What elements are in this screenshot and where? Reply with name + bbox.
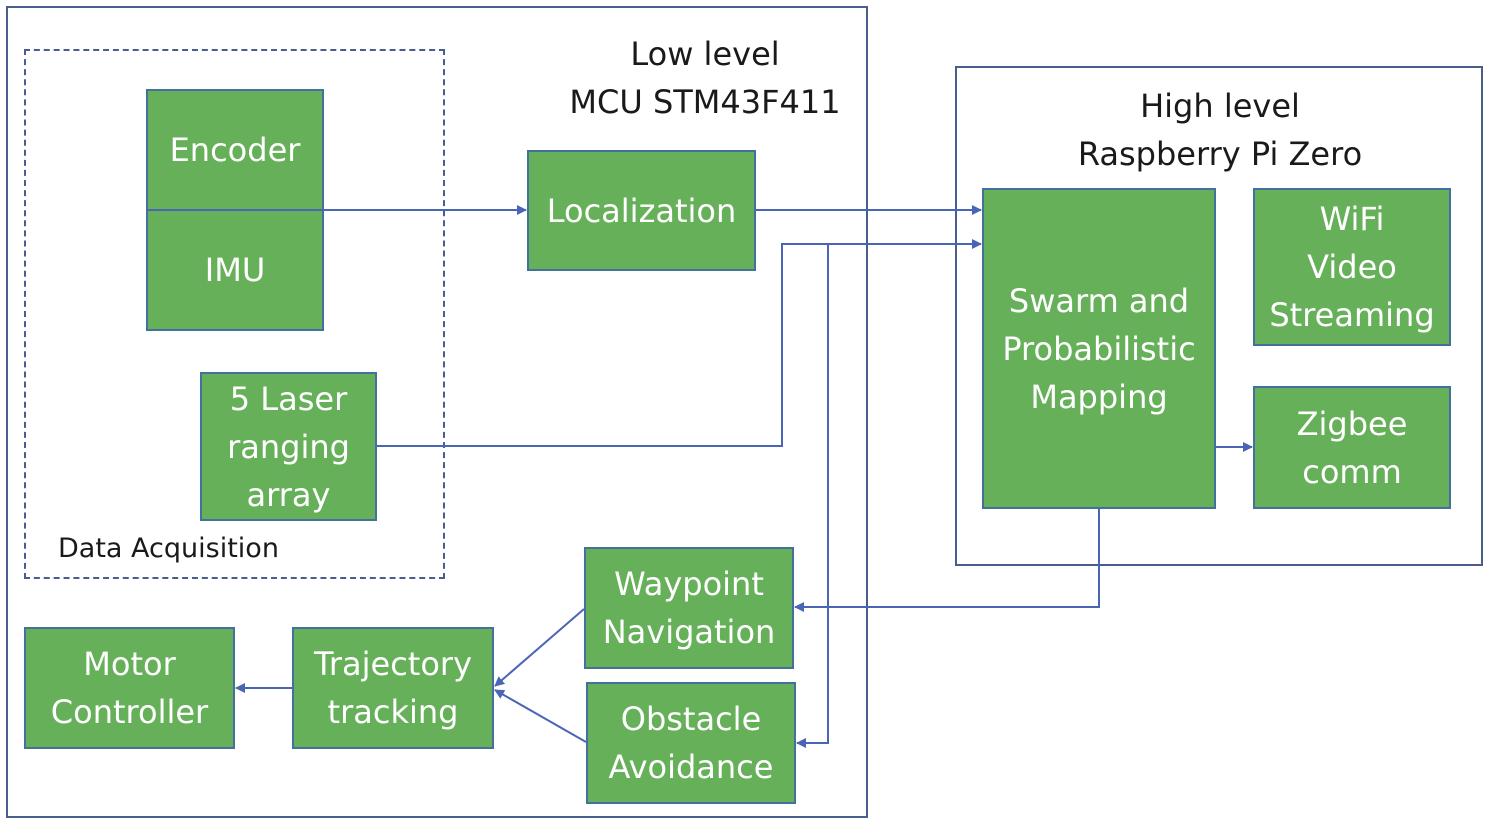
- high-level-title: High level Raspberry Pi Zero: [1060, 82, 1380, 178]
- motor-label-line-2: Controller: [50, 693, 209, 731]
- data-acquisition-label: Data Acquisition: [58, 533, 279, 564]
- trajectory-tracking-block: Trajectory tracking: [292, 627, 494, 749]
- trajectory-label-line-2: tracking: [327, 693, 459, 731]
- wifi-label-line-3: Streaming: [1269, 296, 1435, 334]
- low-level-title-line-2: MCU STM43F411: [569, 83, 841, 121]
- zigbee-label-line-1: Zigbee: [1296, 404, 1408, 443]
- high-level-title-line-2: Raspberry Pi Zero: [1077, 135, 1363, 173]
- imu-block: IMU: [146, 209, 324, 331]
- wifi-streaming-block: WiFi Video Streaming: [1253, 188, 1451, 346]
- motor-label-line-1: Motor: [83, 645, 176, 683]
- high-level-title-line-1: High level: [1140, 87, 1300, 125]
- laser-label-line-2: ranging: [227, 427, 350, 466]
- waypoint-label-line-2: Navigation: [602, 613, 776, 651]
- wifi-label-line-1: WiFi: [1319, 200, 1385, 238]
- encoder-label: Encoder: [169, 131, 301, 169]
- laser-label-line-3: array: [246, 475, 331, 514]
- localization-block: Localization: [527, 150, 756, 271]
- motor-controller-block: Motor Controller: [24, 627, 235, 749]
- laser-label-line-1: 5 Laser: [229, 379, 348, 418]
- waypoint-label-line-1: Waypoint: [614, 565, 764, 603]
- encoder-block: Encoder: [146, 89, 324, 211]
- localization-label: Localization: [546, 191, 737, 230]
- zigbee-comm-block: Zigbee comm: [1253, 386, 1451, 509]
- swarm-label-line-3: Mapping: [1030, 377, 1168, 416]
- waypoint-navigation-block: Waypoint Navigation: [584, 547, 794, 669]
- wifi-label-line-2: Video: [1307, 248, 1397, 286]
- trajectory-label-line-1: Trajectory: [314, 645, 472, 683]
- zigbee-label-line-2: comm: [1302, 452, 1402, 491]
- low-level-title: Low level MCU STM43F411: [560, 30, 850, 126]
- swarm-label-line-1: Swarm and: [1008, 281, 1190, 320]
- swarm-label-line-2: Probabilistic: [1002, 329, 1196, 368]
- imu-label: IMU: [204, 250, 266, 289]
- laser-ranging-block: 5 Laser ranging array: [200, 372, 377, 521]
- obstacle-label-line-1: Obstacle: [620, 700, 762, 738]
- obstacle-avoidance-block: Obstacle Avoidance: [586, 682, 796, 804]
- low-level-title-line-1: Low level: [630, 35, 780, 73]
- obstacle-label-line-2: Avoidance: [608, 748, 774, 786]
- swarm-mapping-block: Swarm and Probabilistic Mapping: [982, 188, 1216, 509]
